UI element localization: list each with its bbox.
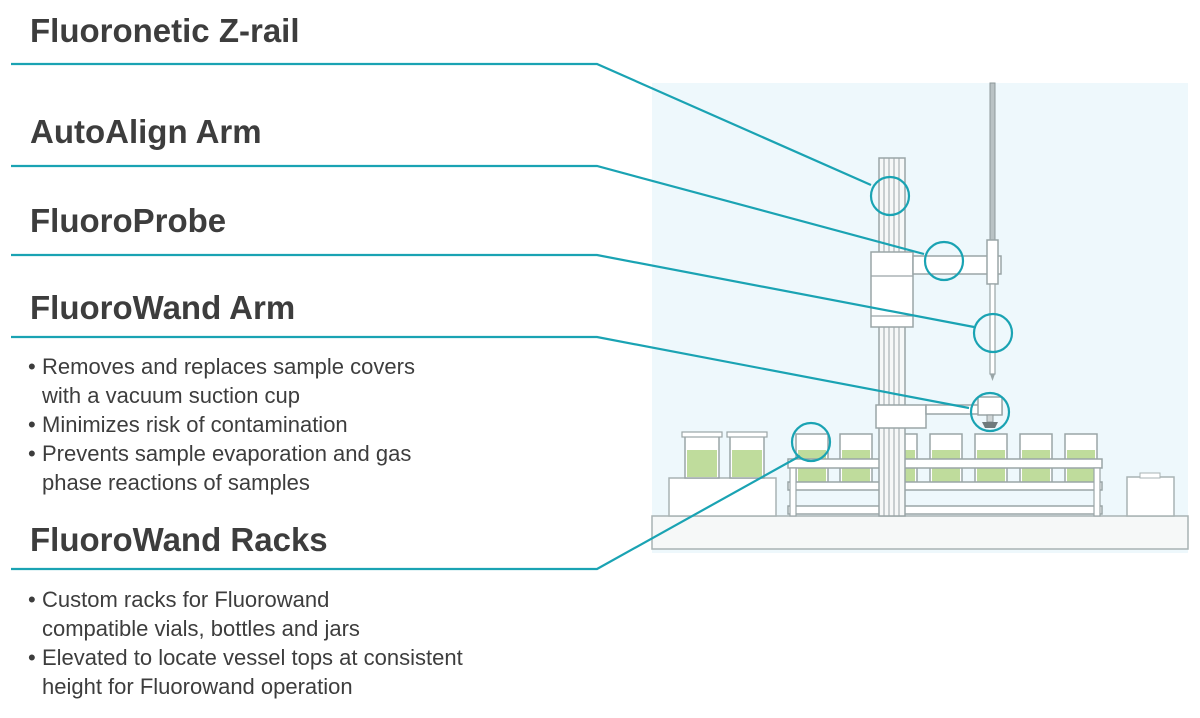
callout-circles — [790, 175, 1014, 463]
bullet-item: Removes and replaces sample covers with … — [28, 352, 415, 410]
bullet-item: Prevents sample evaporation and gas phas… — [28, 439, 415, 497]
z-rail-column — [878, 157, 906, 517]
fluorowand-racks-bullets: Custom racks for Fluorowand compatible v… — [28, 585, 463, 701]
fluorowand-arm-bullets: Removes and replaces sample covers with … — [28, 352, 415, 497]
bullet-item: Elevated to locate vessel tops at consis… — [28, 643, 463, 701]
label-autoalign-arm: AutoAlign Arm — [30, 113, 262, 150]
label-fluorowand-arm: FluoroWand Arm — [30, 289, 296, 326]
callout-probe — [11, 253, 975, 329]
callout-lines — [11, 62, 975, 571]
callout-autoalign — [11, 164, 925, 256]
callout-circle-zrail — [869, 175, 911, 217]
bullet-item: Custom racks for Fluorowand compatible v… — [28, 585, 463, 643]
right-box — [1126, 472, 1175, 517]
callout-wandarm — [11, 335, 970, 410]
label-fluoronetic-z-rail: Fluoronetic Z-rail — [30, 12, 300, 49]
bullet-item: Minimizes risk of contamination — [28, 410, 415, 439]
instrument-base — [651, 515, 1189, 550]
label-fluorowand-racks: FluoroWand Racks — [30, 521, 328, 558]
callout-circle-autoalign — [923, 240, 965, 282]
vials-left — [681, 431, 768, 479]
carriage-block — [870, 251, 914, 328]
fluoroprobe — [986, 239, 999, 381]
label-fluoroprobe: FluoroProbe — [30, 202, 227, 239]
callout-circle-wandarm — [969, 391, 1011, 433]
callout-racks — [11, 455, 801, 571]
callout-circle-racks — [790, 421, 832, 463]
callout-zrail — [11, 62, 872, 187]
callout-circle-probe — [972, 312, 1014, 354]
fluorowand-arm — [875, 396, 1003, 429]
probe-rod — [989, 82, 996, 247]
left-block — [668, 477, 777, 517]
